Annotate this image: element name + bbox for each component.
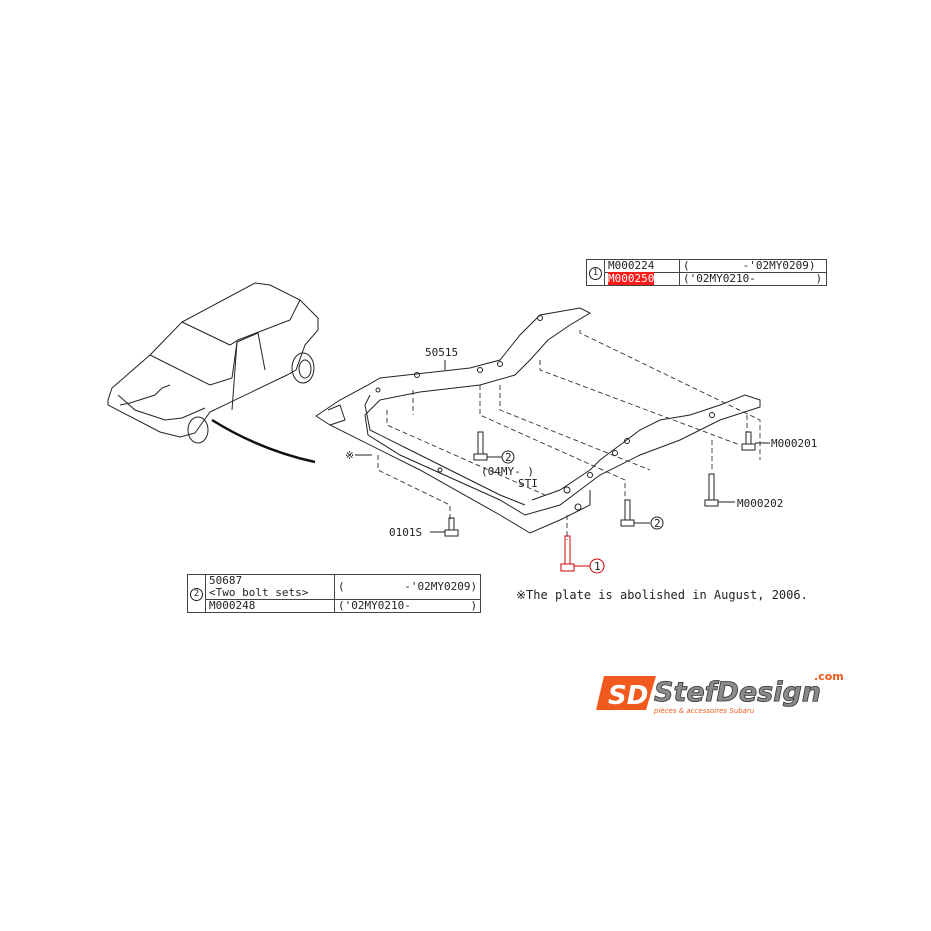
footnote: ※The plate is abolished in August, 2006. xyxy=(516,588,808,602)
bolt-m000201 xyxy=(741,431,770,451)
car-illustration xyxy=(107,282,319,464)
bolt-m000202 xyxy=(704,473,735,507)
callout-2-upper: 2 xyxy=(505,451,512,464)
ref-badge-2: 2 xyxy=(190,587,203,601)
part-number-cell: M000248 xyxy=(205,599,335,613)
part-number-cell: M000224 xyxy=(604,259,680,273)
stefdesign-logo: SD StefDesign .com pièces & accessoires … xyxy=(596,670,844,715)
bolts xyxy=(355,360,770,574)
part-number-cell-highlighted: M000250 xyxy=(608,272,655,285)
asterisk-mark: ※ xyxy=(345,449,354,462)
date-range-cell: ( -'02MY0209) xyxy=(333,574,482,600)
logo-monogram-badge xyxy=(596,676,656,710)
part-number-cell: 50687 xyxy=(209,574,243,587)
bolt-2-lower xyxy=(620,499,664,530)
date-range-cell: ('02MY0210- ) xyxy=(333,599,482,613)
sti-range-label: (04MY- ) xyxy=(481,465,534,478)
crossmember-frame xyxy=(315,307,761,534)
bolt-0101s xyxy=(430,517,459,537)
bolt-1 xyxy=(560,535,605,574)
part-label-0101s: 0101S xyxy=(389,526,422,539)
part-label-frame: 50515 xyxy=(425,346,458,359)
part-label-m000202: M000202 xyxy=(737,497,783,510)
callout-2-lower: 2 xyxy=(654,517,661,530)
assembly-guides xyxy=(377,330,761,540)
date-range-cell: ('02MY0210- ) xyxy=(679,272,827,286)
logo-monogram: SD xyxy=(608,681,648,711)
parts-table-1: 1 M000224 ( -'02MY0209) M000250 ('02MY02… xyxy=(586,259,827,286)
part-label-m000201: M000201 xyxy=(771,437,817,450)
part-note: <Two bolt sets> xyxy=(209,586,309,599)
parts-table-2: 2 50687<Two bolt sets> ( -'02MY0209) M00… xyxy=(187,574,482,613)
logo-tld: .com xyxy=(814,670,844,683)
callout-1: 1 xyxy=(594,560,601,573)
ref-badge-1: 1 xyxy=(589,266,602,280)
logo-brand: StefDesign xyxy=(654,677,821,708)
date-range-cell: ( -'02MY0209) xyxy=(679,259,827,273)
sti-label: STI xyxy=(518,477,538,490)
bolt-2-upper xyxy=(473,431,515,464)
logo-tagline: pièces & accessoires Subaru xyxy=(653,707,755,715)
